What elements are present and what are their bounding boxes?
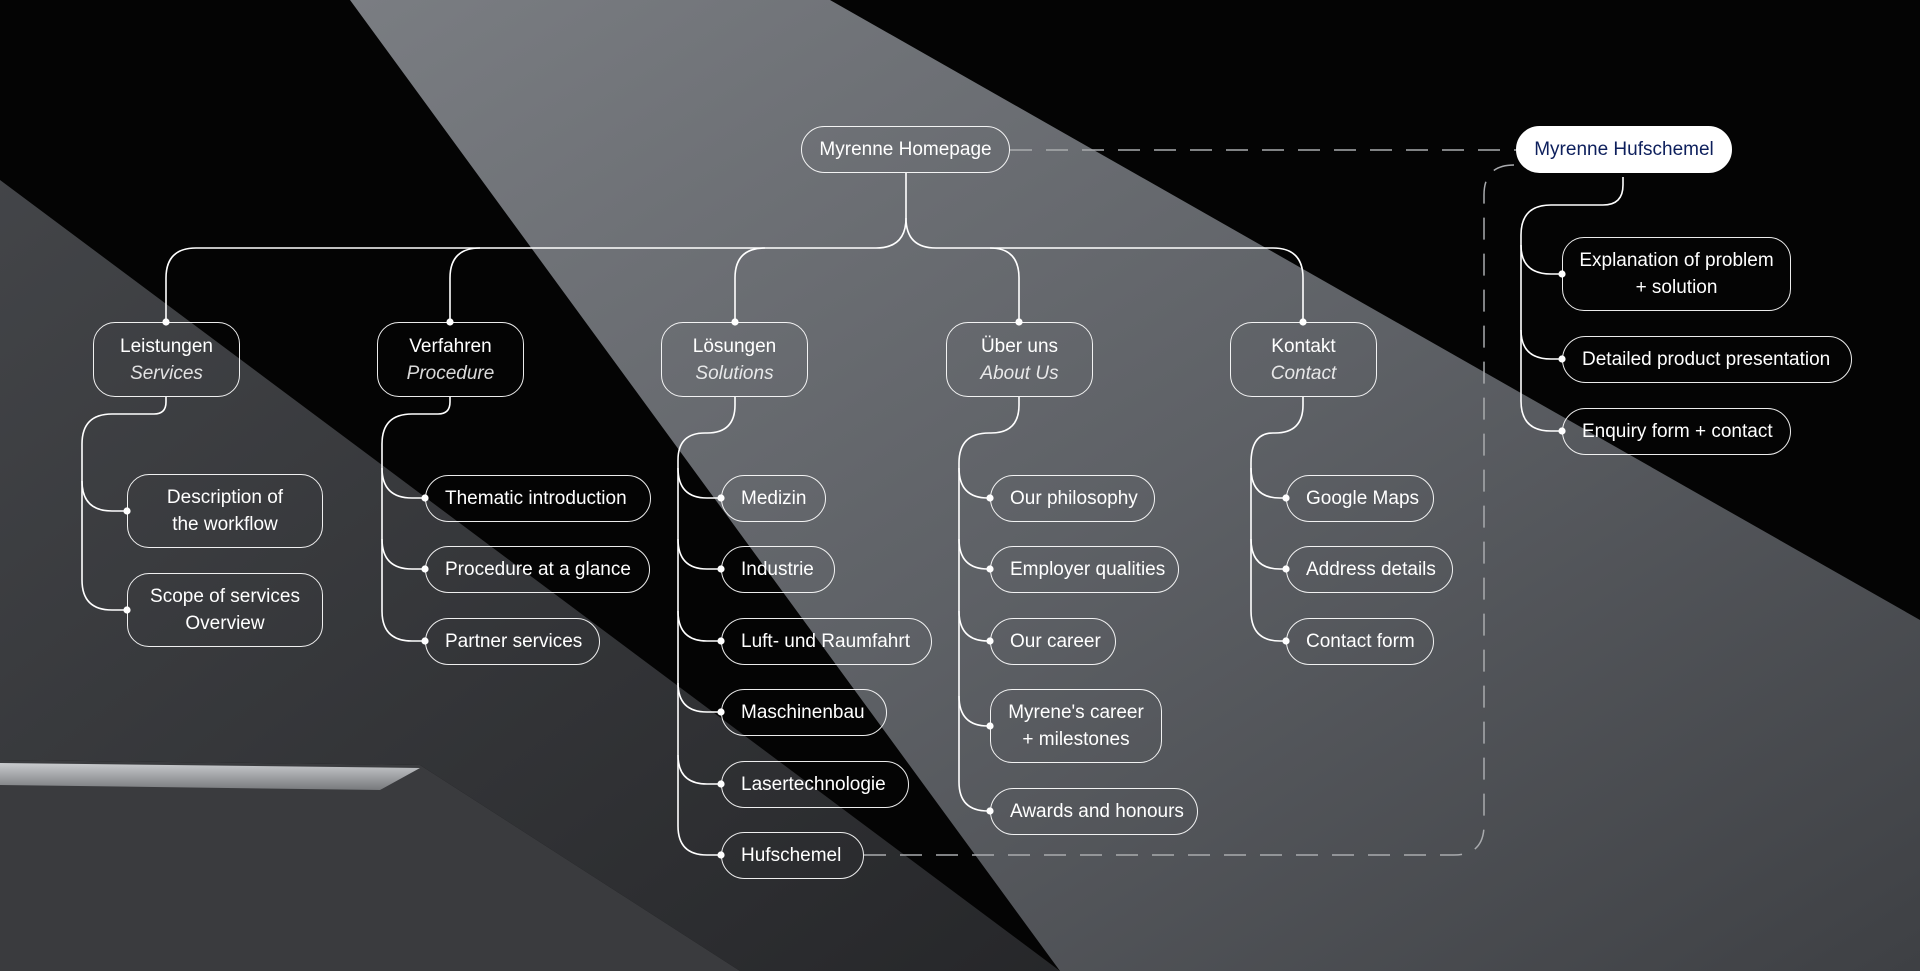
section-node-kontakt[interactable]: Kontakt Contact bbox=[1230, 322, 1377, 397]
page-node-label: Google Maps bbox=[1306, 488, 1420, 509]
page-node-detailed-product-presentation[interactable]: Detailed product presentation bbox=[1562, 336, 1852, 383]
page-node-address-details[interactable]: Address details bbox=[1286, 546, 1453, 593]
page-node-label: Partner services bbox=[445, 631, 583, 652]
page-node-label: Overview bbox=[185, 613, 265, 634]
page-node-enquiry-form-contact[interactable]: Enquiry form + contact bbox=[1562, 408, 1791, 455]
page-node-contact-form[interactable]: Contact form bbox=[1286, 618, 1434, 665]
page-node-label: Maschinenbau bbox=[741, 702, 865, 723]
page-node-awards-and-honours[interactable]: Awards and honours bbox=[990, 788, 1198, 835]
page-node-label: Our career bbox=[1010, 631, 1101, 652]
section-subtitle: Services bbox=[130, 362, 203, 384]
page-node-scope-of-services[interactable]: Scope of services Overview bbox=[127, 573, 323, 647]
page-node-label: Detailed product presentation bbox=[1582, 349, 1831, 370]
product-node-label: Myrenne Hufschemel bbox=[1534, 139, 1714, 160]
root-node-label: Myrenne Homepage bbox=[819, 139, 992, 160]
page-node-our-career[interactable]: Our career bbox=[990, 618, 1116, 665]
page-node-label: Employer qualities bbox=[1010, 559, 1166, 580]
page-node-procedure-at-a-glance[interactable]: Procedure at a glance bbox=[425, 546, 650, 593]
section-title: Verfahren bbox=[409, 335, 492, 357]
page-node-label: Contact form bbox=[1306, 631, 1415, 652]
page-node-label: + solution bbox=[1635, 277, 1718, 298]
page-node-thematic-introduction[interactable]: Thematic introduction bbox=[425, 475, 651, 522]
page-node-label: + milestones bbox=[1022, 729, 1130, 750]
page-node-problem-solution[interactable]: Explanation of problem + solution bbox=[1562, 237, 1791, 311]
section-title: Über uns bbox=[980, 335, 1059, 357]
page-node-our-philosophy[interactable]: Our philosophy bbox=[990, 475, 1155, 522]
page-node-label: Description of bbox=[166, 487, 284, 508]
product-node-hufschemel[interactable]: Myrenne Hufschemel bbox=[1516, 126, 1732, 173]
page-node-label: Enquiry form + contact bbox=[1582, 421, 1773, 442]
section-subtitle: Solutions bbox=[695, 362, 774, 384]
page-node-hufschemel[interactable]: Hufschemel bbox=[721, 832, 864, 879]
page-node-employer-qualities[interactable]: Employer qualities bbox=[990, 546, 1179, 593]
page-node-workflow-description[interactable]: Description of the workflow bbox=[127, 474, 323, 548]
page-node-label: Industrie bbox=[741, 559, 814, 580]
page-node-label: Explanation of problem bbox=[1579, 250, 1774, 271]
section-subtitle: Contact bbox=[1270, 362, 1337, 384]
page-node-label: Scope of services bbox=[150, 586, 300, 607]
section-title: Leistungen bbox=[120, 335, 213, 357]
section-node-ueber-uns[interactable]: Über uns About Us bbox=[946, 322, 1093, 397]
page-node-label: Lasertechnologie bbox=[741, 774, 886, 795]
page-node-label: Procedure at a glance bbox=[445, 559, 631, 580]
page-node-label: Myrene's career bbox=[1008, 702, 1144, 723]
page-node-luft-und-raumfahrt[interactable]: Luft- und Raumfahrt bbox=[721, 618, 932, 665]
page-node-medizin[interactable]: Medizin bbox=[721, 475, 826, 522]
section-title: Lösungen bbox=[692, 335, 777, 357]
page-node-label: Medizin bbox=[741, 488, 807, 509]
section-subtitle: About Us bbox=[980, 362, 1059, 384]
root-node-homepage[interactable]: Myrenne Homepage bbox=[801, 126, 1010, 173]
page-node-industrie[interactable]: Industrie bbox=[721, 546, 835, 593]
section-subtitle: Procedure bbox=[406, 362, 495, 384]
section-node-loesungen[interactable]: Lösungen Solutions bbox=[661, 322, 808, 397]
page-node-partner-services[interactable]: Partner services bbox=[425, 618, 600, 665]
page-node-lasertechnologie[interactable]: Lasertechnologie bbox=[721, 761, 909, 808]
section-node-verfahren[interactable]: Verfahren Procedure bbox=[377, 322, 524, 397]
page-node-maschinenbau[interactable]: Maschinenbau bbox=[721, 689, 887, 736]
page-node-myrenes-career[interactable]: Myrene's career + milestones bbox=[990, 689, 1162, 763]
section-node-leistungen[interactable]: Leistungen Services bbox=[93, 322, 240, 397]
page-node-label: Our philosophy bbox=[1010, 488, 1138, 509]
page-node-google-maps[interactable]: Google Maps bbox=[1286, 475, 1434, 522]
page-node-label: Thematic introduction bbox=[445, 488, 627, 509]
page-node-label: Luft- und Raumfahrt bbox=[741, 631, 910, 652]
page-node-label: Hufschemel bbox=[741, 845, 842, 866]
page-node-label: Awards and honours bbox=[1010, 801, 1184, 822]
section-title: Kontakt bbox=[1271, 335, 1336, 357]
page-node-label: Address details bbox=[1306, 559, 1436, 580]
page-node-label: the workflow bbox=[172, 514, 278, 535]
